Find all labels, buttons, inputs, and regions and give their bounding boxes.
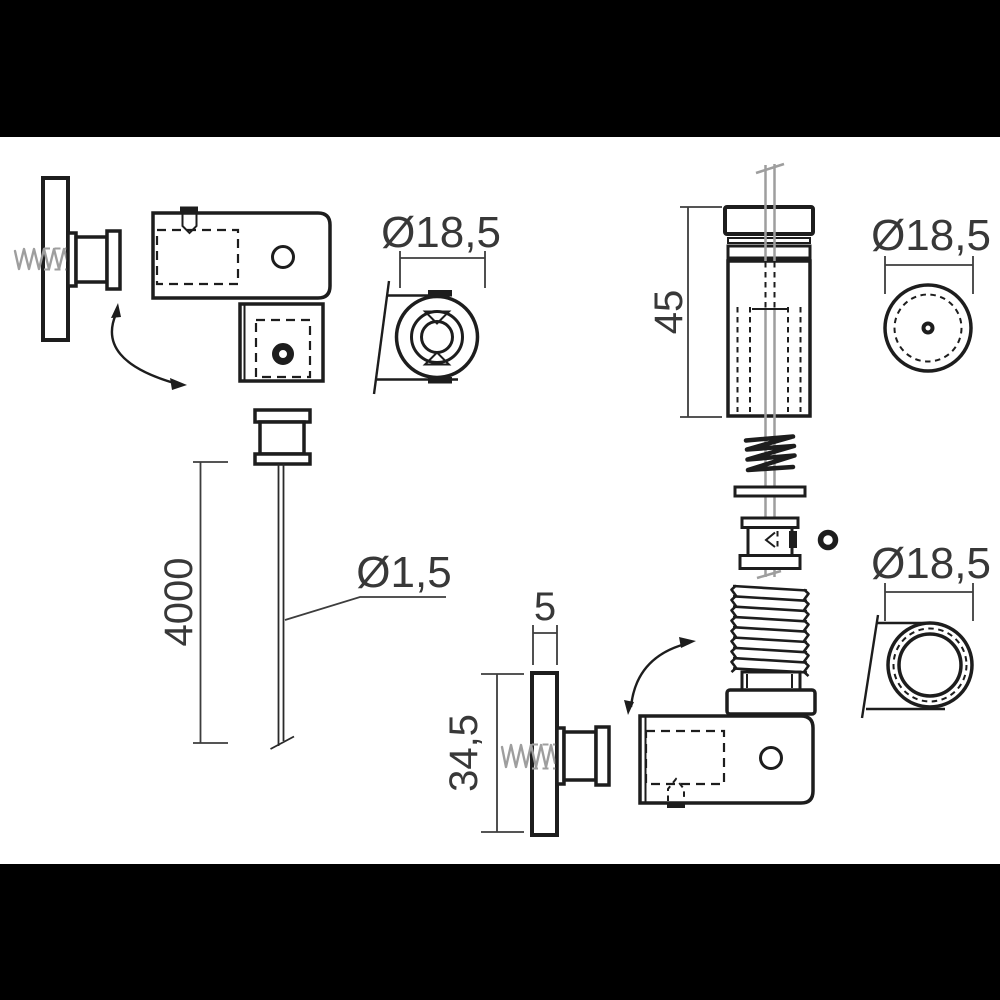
- arrowhead-icon: [111, 303, 121, 318]
- center-hole: [921, 321, 935, 335]
- dimension-label: Ø1,5: [356, 548, 451, 597]
- clamp-notch: [181, 213, 198, 235]
- cable-gripper: [738, 516, 802, 570]
- clamp-notch: [667, 777, 685, 801]
- connector-arm-horizontal: [151, 211, 332, 300]
- fitting-body: [258, 420, 306, 456]
- standoff-cap-top-view: Ø18,5: [871, 211, 991, 373]
- boss-flange: [105, 229, 122, 291]
- arrowhead-icon: [624, 700, 634, 715]
- screw-thread: [500, 743, 557, 769]
- standoff-exploded-view: 45: [638, 162, 839, 808]
- stud-flange: [725, 688, 817, 716]
- dimension-label: 4000: [157, 558, 201, 647]
- key-notch: [422, 310, 452, 325]
- dimension-label: Ø18,5: [871, 211, 991, 260]
- dimension-plate-height: 34,5: [442, 673, 524, 833]
- cap-ring: [726, 244, 812, 260]
- gripper-jaw: [764, 531, 776, 548]
- dimension-label: 45: [647, 290, 691, 335]
- key-notch: [422, 351, 452, 366]
- lock-pin: [789, 531, 797, 548]
- washer: [733, 485, 807, 498]
- clamp-tab: [428, 377, 452, 384]
- flange-edge: [372, 280, 391, 395]
- dimension-label: Ø18,5: [381, 208, 501, 257]
- cable-cut-end: [270, 735, 295, 750]
- standoff-body-bottom-view: Ø18,5: [860, 539, 991, 719]
- standoff-body: [726, 259, 812, 418]
- dimension-standoff-length: 45: [647, 206, 722, 418]
- rotation-arrow-left: [110, 303, 187, 390]
- hidden-socket: [254, 318, 312, 379]
- dimension-label: 5: [534, 585, 556, 629]
- flange-edge: [860, 614, 880, 719]
- arrowhead-icon: [170, 378, 187, 390]
- hidden-socket: [644, 729, 726, 786]
- letterbox-top: [0, 0, 1000, 137]
- fitting-bottom-flange: [253, 452, 312, 466]
- screw-hole: [759, 746, 783, 770]
- screw-hole: [271, 245, 295, 269]
- o-ring: [817, 529, 839, 551]
- clamp-tab: [667, 801, 685, 808]
- dimension-plate-thickness: 5: [532, 585, 558, 665]
- angle-connector-side-view: [151, 206, 332, 383]
- set-screw: [272, 343, 294, 365]
- connector-top-view: Ø18,5: [372, 208, 501, 395]
- cap-groove: [727, 237, 811, 244]
- standoff-cap: [723, 205, 815, 236]
- threaded-stud: [725, 584, 817, 716]
- arrowhead-icon: [679, 637, 696, 648]
- hidden-socket: [155, 228, 240, 286]
- angle-connector-bottom: [638, 714, 815, 808]
- spring: [743, 434, 797, 473]
- dimension-label: 34,5: [442, 714, 486, 792]
- dimension-cable-diameter: Ø1,5: [284, 548, 452, 621]
- clamp-tab: [428, 290, 452, 297]
- inner-bore: [897, 632, 963, 698]
- rotation-arrow-right: [624, 637, 696, 715]
- wall-plate-with-screw-left: [13, 176, 122, 342]
- boss-flange: [594, 725, 611, 787]
- clamp-tab: [180, 206, 198, 214]
- fitting-top-flange: [253, 408, 312, 424]
- boss-body: [562, 730, 598, 782]
- dimension-cable-length: 4000: [157, 461, 228, 744]
- wall-plate-with-screw-bottom: 5 34,5: [442, 585, 611, 837]
- cable-with-end-fitting: [253, 408, 312, 750]
- letterbox-bottom: [0, 864, 1000, 1000]
- boss-body: [74, 235, 109, 284]
- dimension-label: Ø18,5: [871, 539, 991, 588]
